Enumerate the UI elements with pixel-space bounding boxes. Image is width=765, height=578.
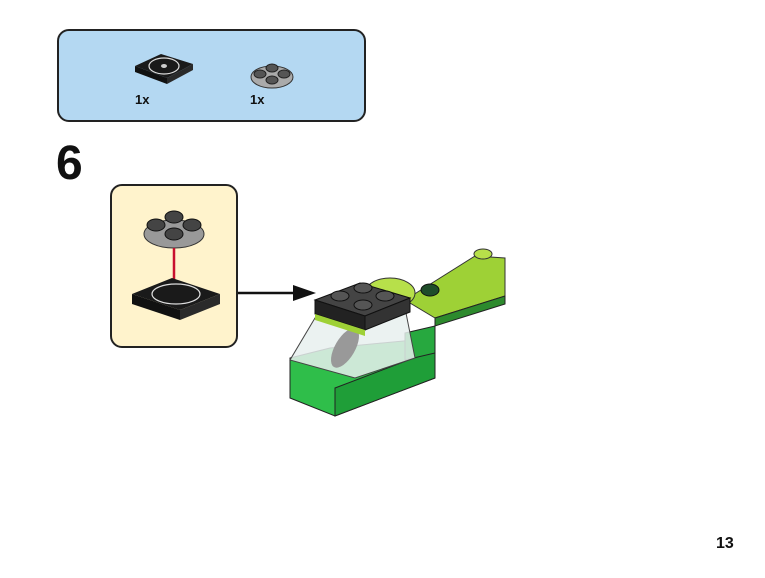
part-quantity: 1x: [135, 92, 150, 107]
part-quantity: 1x: [250, 92, 265, 107]
round-plate-part-image: [250, 63, 294, 89]
step-arrow: [238, 285, 316, 301]
sub-assembly-image: [132, 210, 220, 320]
step-number: 6: [56, 137, 83, 190]
turntable-base-part-image: [135, 54, 193, 84]
sub-assembly-callout: [110, 184, 238, 348]
model-assembly-image: [289, 248, 506, 417]
page-number: 13: [716, 535, 734, 552]
parts-list-box: 1x 1x: [57, 29, 366, 122]
